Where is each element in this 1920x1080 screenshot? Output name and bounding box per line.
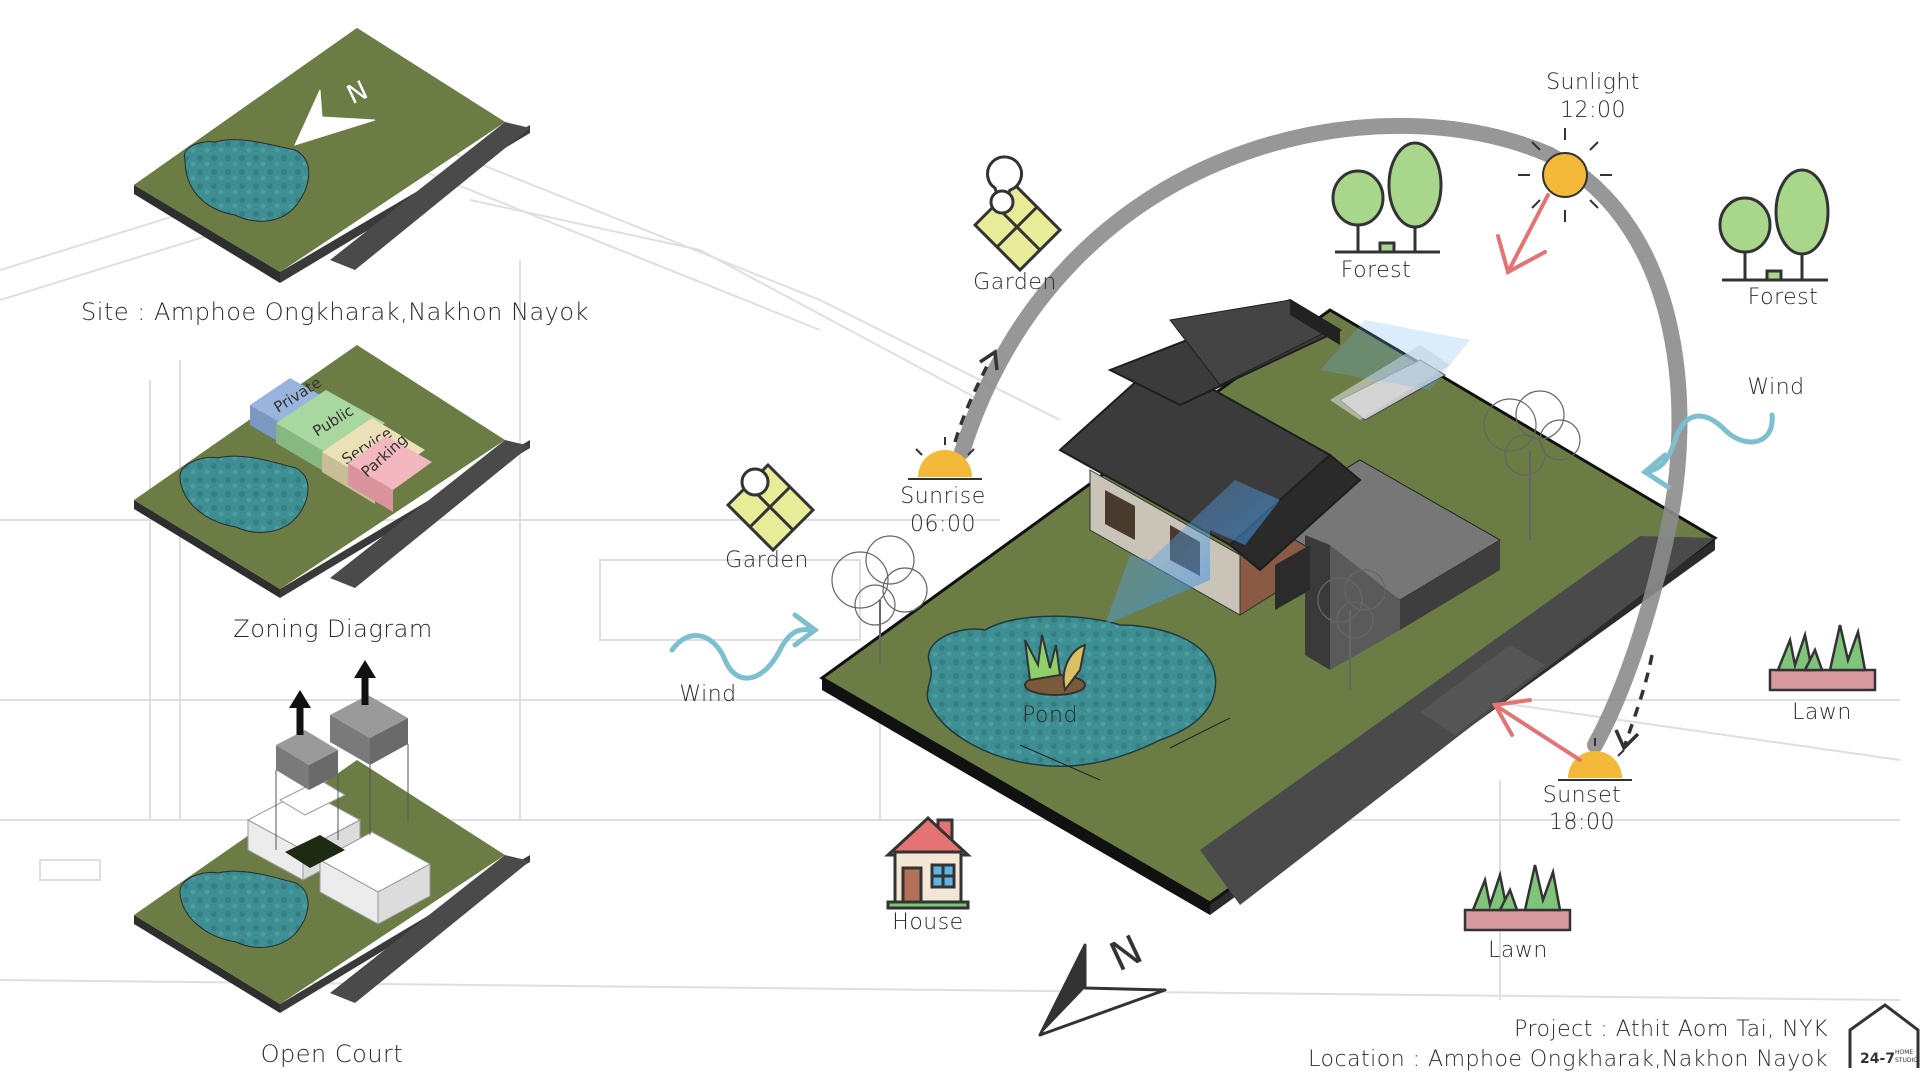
lawn-label-2: Lawn	[1488, 938, 1548, 963]
zoning-diagram: Private Public Service Parking	[134, 345, 530, 598]
zone-parking: Parking	[348, 430, 432, 512]
garden-icon-1	[972, 155, 1063, 273]
svg-text:24-7: 24-7	[1860, 1051, 1895, 1067]
wind-icon-right	[1640, 412, 1775, 490]
sunset-dashed-arrow	[1614, 654, 1654, 752]
sunlight-time: 12:00	[1560, 98, 1626, 123]
pond-plant-icon	[1024, 634, 1087, 696]
sunset-sun-arrow	[1491, 698, 1582, 762]
sunrise-icon	[908, 437, 982, 480]
forest-icon-1	[1331, 141, 1443, 254]
svg-text:N: N	[1103, 927, 1150, 981]
sunrise-label: Sunrise	[900, 484, 986, 509]
sun-path-arc	[954, 117, 1688, 753]
pond-label: Pond	[1022, 703, 1078, 728]
lawn-icon-1	[1768, 624, 1877, 692]
tree-sketch-right	[1317, 390, 1581, 690]
open-court-diagram	[134, 660, 530, 1013]
site-diagram: N	[134, 28, 530, 283]
forest-icon-2	[1718, 168, 1830, 282]
lifted-volume-left	[276, 690, 338, 790]
main-site-plan	[819, 298, 1718, 915]
site-pond	[183, 139, 310, 222]
sunset-label: Sunset	[1542, 783, 1622, 808]
house-icon	[884, 815, 972, 910]
garden-label-2: Garden	[725, 548, 809, 573]
noon-sun-arrow	[1496, 193, 1550, 275]
house-label: House	[892, 910, 964, 935]
wind-icon-left	[669, 612, 820, 681]
lifted-volume-right	[330, 660, 408, 765]
wind-label-right: Wind	[1747, 375, 1805, 400]
zoning-label: Zoning Diagram	[233, 615, 433, 643]
svg-text:STUDIO: STUDIO	[1895, 1057, 1918, 1064]
studio-logo: 24-7 HOME STUDIO	[1848, 1003, 1920, 1068]
lawn-label-1: Lawn	[1792, 700, 1852, 725]
sunlight-label: Sunlight	[1546, 70, 1640, 95]
forest-label-2: Forest	[1747, 285, 1819, 310]
site-label: Site : Amphoe Ongkharak,Nakhon Nayok	[81, 298, 589, 326]
forest-label-1: Forest	[1340, 258, 1412, 283]
sunset-time: 18:00	[1549, 810, 1615, 835]
svg-text:HOME: HOME	[1895, 1049, 1913, 1056]
sunrise-dashed-arrow	[953, 348, 999, 443]
garden-label-1: Garden	[973, 270, 1057, 295]
garden-icon-2	[725, 462, 816, 553]
shade-projection	[1105, 480, 1280, 625]
location-label: Location : Amphoe Ongkharak,Nakhon Nayok	[1308, 1047, 1828, 1072]
tree-sketch-left	[831, 535, 928, 665]
sunrise-time: 06:00	[910, 512, 976, 537]
lawn-icon-2	[1463, 864, 1572, 932]
open-court-label: Open Court	[260, 1040, 404, 1068]
wind-label-left: Wind	[679, 682, 737, 707]
sun-icon	[1518, 128, 1612, 222]
north-compass-icon: N	[1038, 927, 1167, 1037]
project-label: Project : Athit Aom Tai, NYK	[1514, 1017, 1828, 1042]
